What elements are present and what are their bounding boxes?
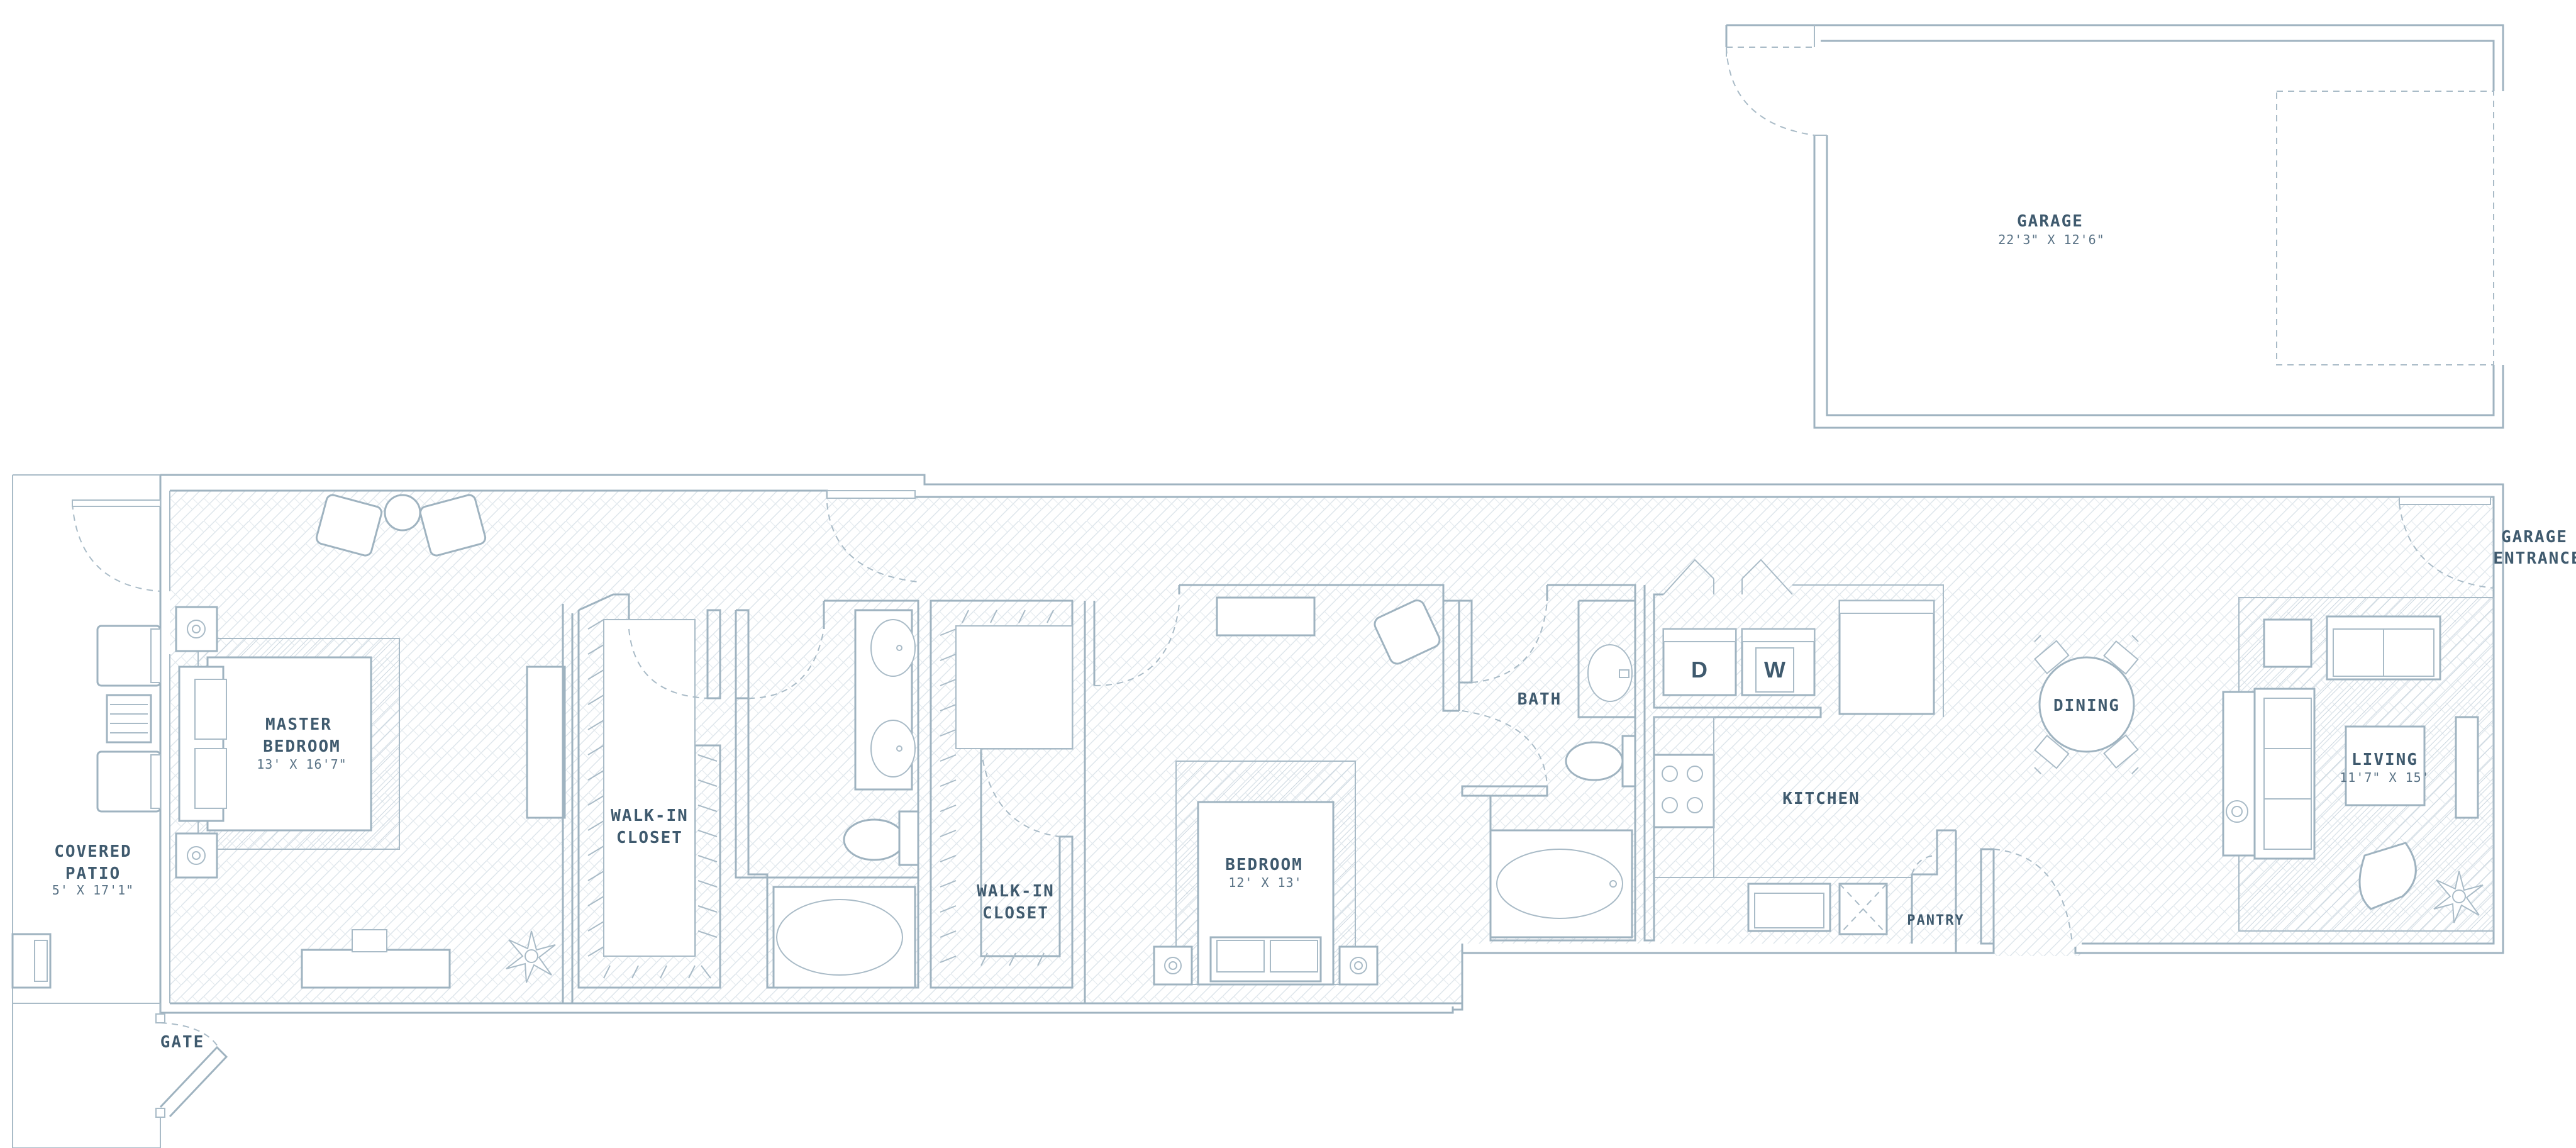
garage-dims: 22'3" X 12'6"	[1998, 232, 2105, 247]
walk-in-closet-2-label-1: WALK-IN	[977, 882, 1055, 901]
garage-label: GARAGE	[2017, 212, 2084, 231]
bedroom-label: BEDROOM	[1225, 855, 1303, 874]
living-dims: 11'7" X 15'	[2340, 770, 2429, 785]
room-labels: GARAGE 22'3" X 12'6" MASTER BEDROOM 13' …	[52, 212, 2576, 1052]
master-bath	[735, 599, 919, 989]
dining-area	[2034, 635, 2139, 774]
kitchen-label: KITCHEN	[1782, 789, 1860, 808]
dining-label: DINING	[2053, 696, 2120, 715]
washer-label: W	[1764, 657, 1785, 683]
covered-patio-dims: 5' X 17'1"	[52, 883, 134, 898]
plant-icon	[2433, 871, 2484, 923]
covered-patio-label-2: PATIO	[65, 864, 121, 883]
walk-in-closet-1	[577, 593, 721, 989]
gate-label: GATE	[160, 1033, 205, 1052]
walk-in-closet-1-label-2: CLOSET	[616, 828, 683, 847]
walk-in-closet-2-label-2: CLOSET	[982, 904, 1049, 923]
living-label: LIVING	[2351, 750, 2418, 769]
bath-label: BATH	[1518, 690, 1562, 709]
covered-patio	[11, 474, 228, 1148]
master-bedroom-label-2: BEDROOM	[263, 737, 341, 756]
garage-room	[1725, 24, 2504, 429]
master-bedroom-dims: 13' X 16'7"	[257, 757, 347, 772]
garage-entrance-door-swing	[2399, 503, 2494, 589]
walk-in-closet-2	[930, 599, 1180, 1003]
bedroom-2	[1153, 584, 1460, 986]
kitchen-laundry	[1643, 559, 2073, 953]
patio-door-swing	[72, 503, 161, 592]
garage-entrance-label-2: ENTRANCE	[2493, 549, 2576, 568]
walk-in-closet-1-label-1: WALK-IN	[611, 806, 689, 825]
master-bedroom-label-1: MASTER	[265, 715, 332, 734]
plant-icon	[506, 930, 556, 983]
master-bedroom	[175, 494, 574, 1003]
pantry-label: PANTRY	[1907, 913, 1964, 928]
dryer-label: D	[1691, 657, 1707, 683]
covered-patio-label-1: COVERED	[54, 842, 132, 861]
hall-bath	[1459, 584, 1636, 942]
garage-entrance-label-1: GARAGE	[2501, 528, 2568, 547]
bedroom-dims: 12' X 13'	[1228, 875, 1302, 890]
living-room	[2222, 597, 2494, 932]
